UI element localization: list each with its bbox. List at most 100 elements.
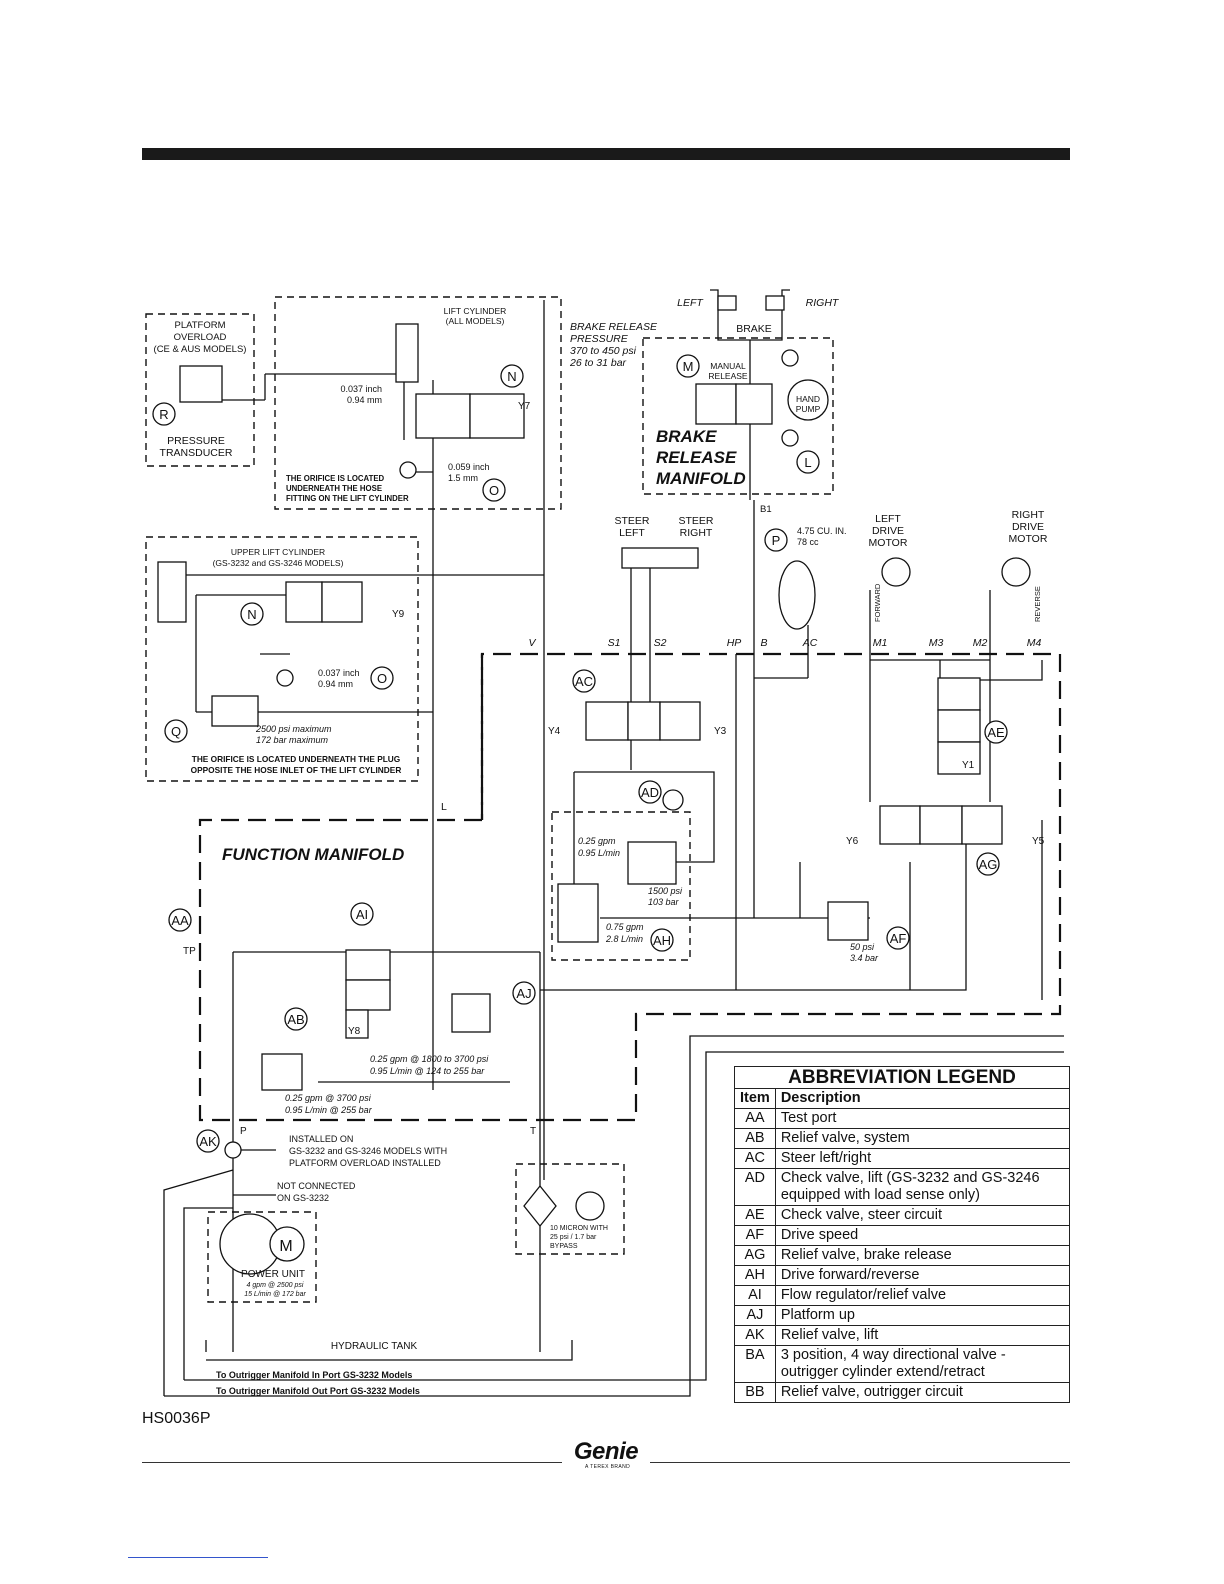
left-drive-motor-label: DRIVE: [872, 525, 904, 537]
legend-col-item: Item: [734, 1088, 776, 1109]
callout-ab: AB: [284, 1007, 308, 1031]
callout-label: N: [247, 607, 256, 622]
legend-desc: Flow regulator/relief valve: [774, 1285, 1071, 1306]
right-drive-motor-label: DRIVE: [1012, 521, 1044, 533]
hydraulic-line: [163, 1169, 234, 1396]
lift-cylinder: [395, 323, 419, 383]
callout-circle: [370, 666, 394, 690]
function-manifold-boundary: [198, 652, 1062, 1122]
steer-right-label: STEER: [678, 515, 713, 527]
callout-circle: [572, 669, 596, 693]
flow-control-enclosure: [551, 811, 691, 961]
brake-release-manifold-enclosure: [642, 337, 834, 495]
motor-label: M: [279, 1238, 292, 1255]
ae-valve-mid: [937, 709, 981, 743]
hydraulic-line: [540, 820, 967, 991]
callout-circle: [886, 926, 910, 950]
callout-label: AA: [171, 913, 189, 928]
installed-on-note: PLATFORM OVERLOAD INSTALLED: [289, 1158, 441, 1168]
callout-ae: AE: [984, 720, 1008, 744]
relief-setting-label: 3.4 bar: [850, 953, 879, 963]
check-valve-lift: [399, 461, 417, 479]
port-label: S2: [654, 637, 667, 649]
filter-label: BYPASS: [550, 1243, 578, 1250]
valve-y9-left: [285, 581, 323, 623]
callout-circle: [196, 1129, 220, 1153]
footer-rule-right: [650, 1462, 1070, 1463]
power-unit-enclosure: [207, 1211, 317, 1303]
flow-setting-label: 0.95 L/min @ 124 to 255 bar: [370, 1066, 485, 1076]
forward-label: FORWARD: [873, 583, 882, 622]
solenoid-coil-label: Y8: [348, 1026, 361, 1037]
port-label: P: [240, 1126, 247, 1137]
callout-p: P: [764, 528, 788, 552]
genie-logo-tagline: A TEREX BRAND: [585, 1464, 631, 1470]
right-drive-motor-label: MOTOR: [1009, 533, 1048, 545]
ae-valve-bottom: [937, 741, 981, 775]
accumulator: [778, 560, 816, 630]
brake-release-pressure-label: 370 to 450 psi: [570, 345, 637, 357]
left-drive-motor-label: LEFT: [875, 513, 901, 525]
callout-circle: [350, 902, 374, 926]
callout-circle: [650, 928, 674, 952]
port-label: M2: [973, 637, 988, 649]
upper-lift-cylinder-label: (GS-3232 and GS-3246 MODELS): [213, 558, 344, 568]
right-brake: [765, 295, 785, 311]
callout-circle: [796, 450, 820, 474]
platform-overload-label: OVERLOAD: [174, 332, 227, 343]
callout-circle: [984, 720, 1008, 744]
callout-circle: [152, 402, 176, 426]
hydraulic-line: [164, 1035, 1064, 1397]
manual-release-label: MANUAL: [710, 361, 746, 371]
orifice-size-label: 0.94 mm: [318, 679, 353, 689]
legend-item: AH: [734, 1265, 776, 1286]
lift-cylinder-label: (ALL MODELS): [446, 316, 505, 326]
hydraulic-tank-label: HYDRAULIC TANK: [331, 1341, 418, 1352]
callout-circle: [168, 908, 192, 932]
legend-item: AI: [734, 1285, 776, 1306]
return-filter: [523, 1184, 557, 1228]
callout-circle: [976, 852, 1000, 876]
solenoid-coil-label: Y1: [962, 760, 975, 771]
ai-valve-top: [345, 949, 391, 981]
callout-label: O: [489, 483, 499, 498]
genie-logo: Genie: [573, 1438, 639, 1465]
flow-setting-label: 0.25 gpm @ 3700 psi: [285, 1093, 372, 1103]
port-label: B: [760, 637, 767, 649]
upper-lift-cylinder: [157, 561, 187, 623]
hydraulic-line: [980, 660, 1043, 681]
steer-valve-right: [659, 701, 701, 741]
hand-pump-label: PUMP: [796, 404, 821, 414]
legend-desc: Drive speed: [774, 1225, 1071, 1246]
legend-item: AA: [734, 1108, 776, 1129]
relief-setting-label: 50 psi: [850, 942, 875, 952]
port-label: M3: [929, 637, 944, 649]
legend-col-desc: Description: [774, 1088, 1071, 1109]
steer-left-label: STEER: [614, 515, 649, 527]
power-unit-spec: 4 gpm @ 2500 psi: [247, 1282, 304, 1289]
legend-desc: Platform up: [774, 1305, 1071, 1326]
power-unit-label: POWER UNIT: [241, 1269, 305, 1280]
hand-pump: [787, 379, 829, 421]
solenoid-coil-label: Y5: [1032, 836, 1045, 847]
callout-o: O: [482, 478, 506, 502]
callout-label: AH: [653, 933, 671, 948]
bottom-link-underline: [128, 1557, 268, 1558]
accumulator-label: 78 cc: [797, 537, 819, 547]
check-valve-brake-1: [781, 349, 799, 367]
lift-cylinder-enclosure: [274, 296, 562, 510]
brake-release-pressure-label: 26 to 31 bar: [569, 357, 627, 369]
solenoid-coil-label: Y6: [846, 836, 859, 847]
callout-label: R: [159, 407, 168, 422]
legend-item: BA: [734, 1345, 776, 1383]
not-connected-note: ON GS-3232: [277, 1193, 329, 1203]
orifice-size-label: 0.037 inch: [318, 668, 360, 678]
solenoid-coil-label: Y4: [548, 726, 561, 737]
legend-item: AB: [734, 1128, 776, 1149]
left-brake-label: LEFT: [677, 297, 704, 309]
callout-label: O: [377, 671, 387, 686]
